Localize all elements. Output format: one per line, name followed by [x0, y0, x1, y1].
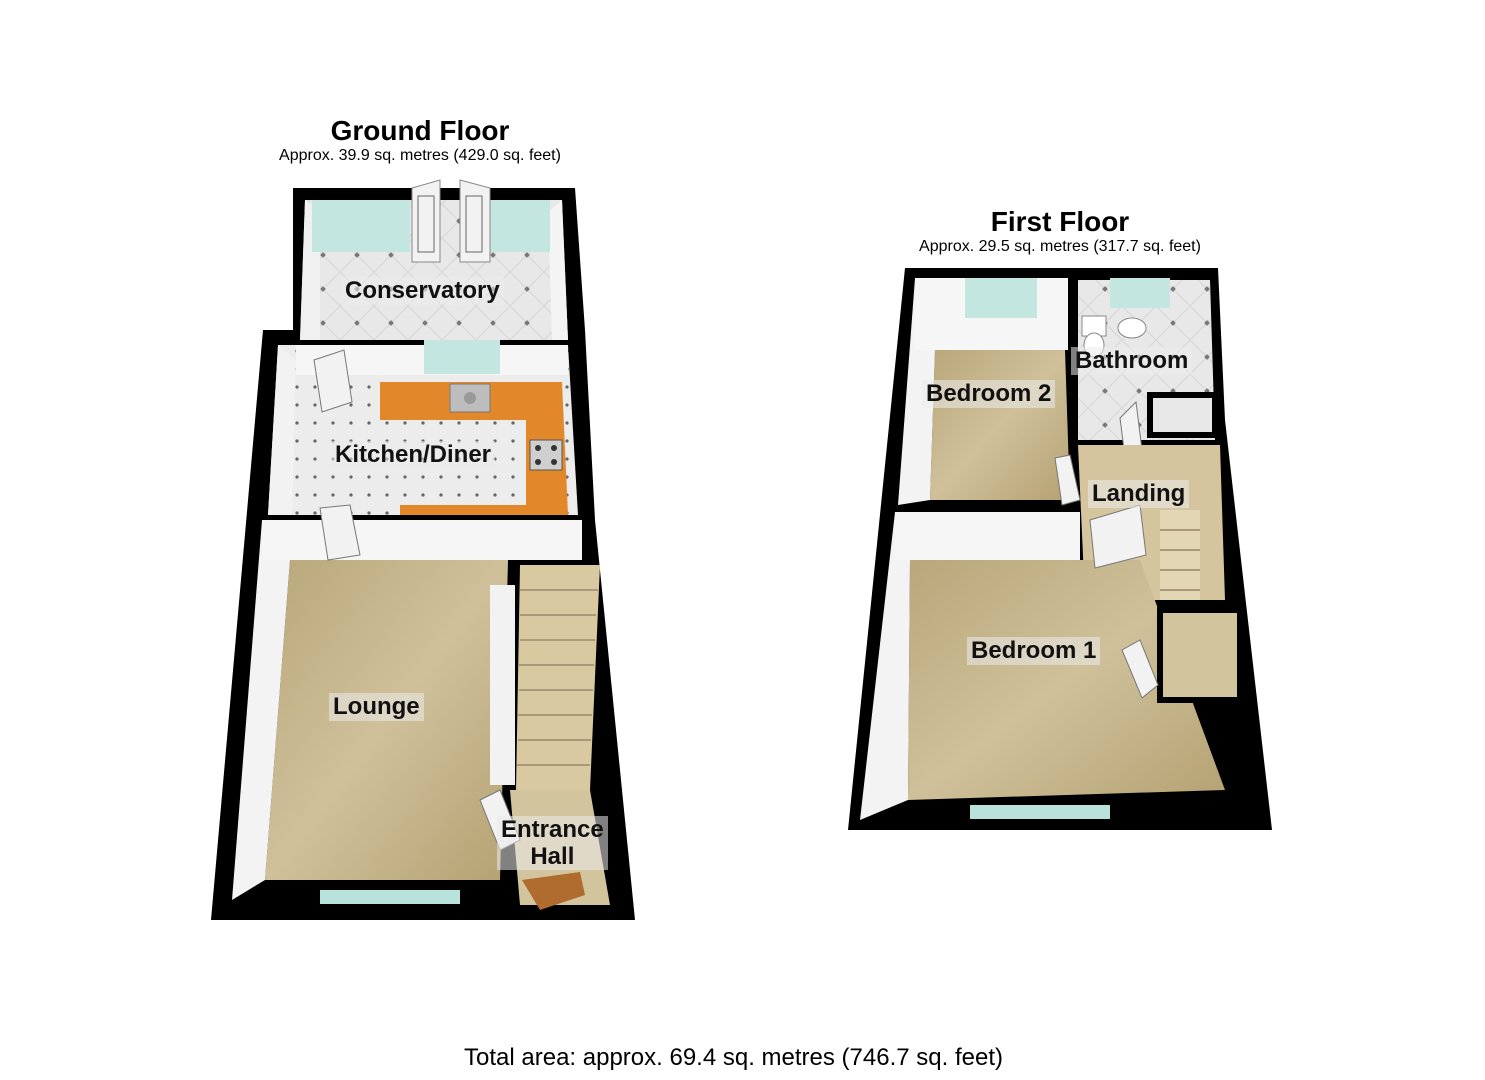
lounge-window — [320, 890, 460, 904]
ground-floor-heading: Ground Floor Approx. 39.9 sq. metres (42… — [225, 116, 615, 166]
room-label-landing: Landing — [1088, 480, 1190, 508]
lounge-door-icon — [319, 504, 361, 561]
conservatory-wall-right — [548, 200, 568, 340]
entrance-label-line1: Entrance — [501, 816, 604, 843]
kitchen-wall-left — [268, 345, 296, 515]
bedroom2-window — [965, 278, 1037, 318]
sink-icon — [1117, 317, 1147, 339]
kitchen-door-icon — [313, 349, 353, 413]
kitchen-window — [424, 340, 500, 374]
room-label-kitchen: Kitchen/Diner — [331, 441, 496, 469]
total-area: Total area: approx. 69.4 sq. metres (746… — [464, 1044, 1003, 1071]
room-label-lounge: Lounge — [329, 693, 424, 721]
bathroom-window — [1110, 278, 1170, 308]
conservatory-window-left — [312, 200, 410, 252]
bedroom1-window — [970, 805, 1110, 819]
bedroom1-wardrobe — [1157, 607, 1243, 703]
room-label-conservatory: Conservatory — [341, 277, 504, 305]
ground-floor-title: Ground Floor — [330, 115, 510, 146]
landing-stairs — [1160, 510, 1200, 600]
bath-cupboard — [1147, 392, 1218, 438]
first-floor-area: Approx. 29.5 sq. metres (317.7 sq. feet) — [919, 238, 1201, 255]
conservatory-window-right — [490, 200, 550, 252]
ground-floor-area: Approx. 39.9 sq. metres (429.0 sq. feet) — [279, 147, 561, 164]
bedroom1-back-wall — [895, 512, 1080, 560]
entrance-label-line2: Hall — [530, 843, 575, 870]
staircase — [490, 565, 600, 790]
bedroom2-door-icon — [1054, 454, 1081, 506]
wardrobe-door-icon — [1121, 639, 1159, 699]
french-doors-icon — [411, 179, 491, 263]
kitchen-worktop — [380, 382, 568, 515]
first-floor-plan — [848, 268, 1272, 830]
bedroom1-wall-left — [860, 512, 910, 820]
ground-floor-plan — [211, 179, 635, 920]
first-floor-title: First Floor — [990, 206, 1130, 237]
bedroom1-door-icon — [1089, 504, 1147, 569]
bedroom1-floor — [908, 560, 1225, 800]
room-label-entrance-hall: Entrance Hall — [497, 816, 608, 870]
entrance-front-door-icon — [522, 872, 585, 910]
room-label-bedroom2: Bedroom 2 — [922, 380, 1056, 408]
bedroom2-floor — [930, 350, 1070, 500]
room-label-bedroom1: Bedroom 1 — [967, 637, 1101, 665]
first-floor-heading: First Floor Approx. 29.5 sq. metres (317… — [870, 207, 1250, 257]
room-label-bathroom: Bathroom — [1071, 347, 1193, 375]
lounge-wall-left — [232, 520, 290, 900]
lounge-back-wall — [262, 520, 582, 560]
